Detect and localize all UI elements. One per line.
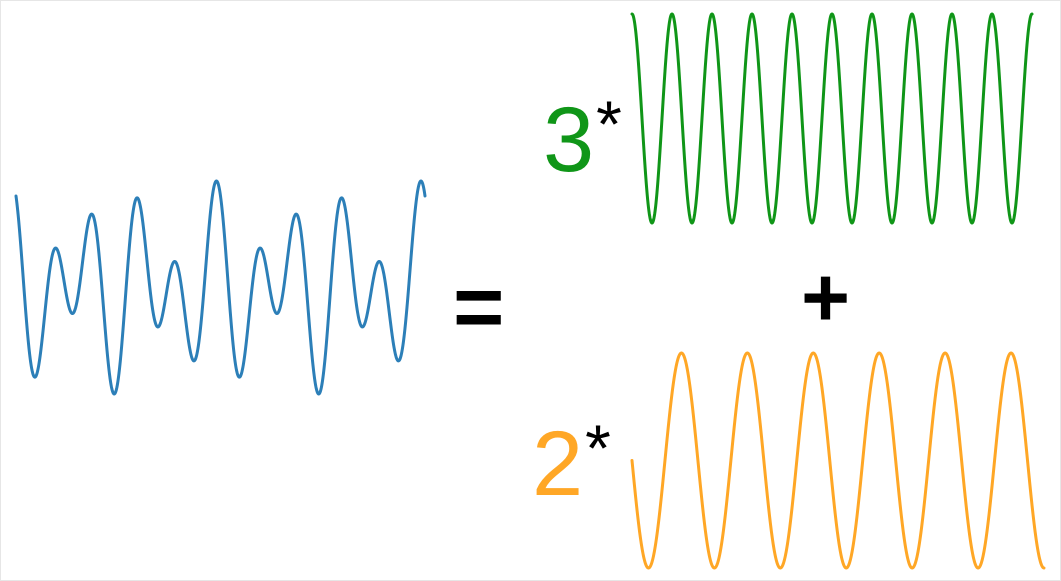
plus-sign: +: [801, 250, 851, 344]
orange-wave-line: [630, 351, 1046, 570]
orange-coefficient-number: 2: [532, 413, 584, 515]
green-wave-coefficient: 3*: [543, 91, 622, 186]
equals-sign: =: [453, 257, 505, 356]
composite-wave-line: [14, 179, 427, 396]
green-multiply-star: *: [596, 87, 622, 161]
orange-wave-coefficient: 2*: [532, 415, 611, 510]
green-coefficient-number: 3: [543, 89, 595, 191]
orange-multiply-star: *: [585, 411, 611, 485]
green-wave-line: [630, 12, 1034, 225]
